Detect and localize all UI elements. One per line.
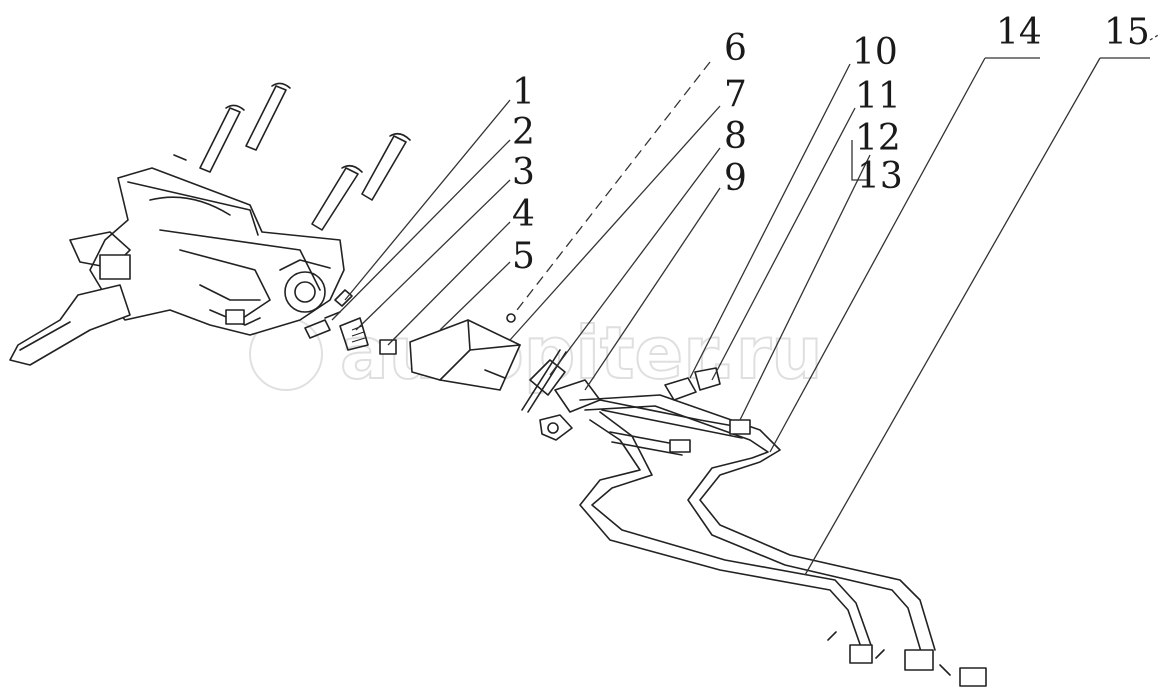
steering-column-housing <box>9 167 345 366</box>
callout-7: 7 <box>724 74 747 115</box>
callout-2: 2 <box>512 112 535 153</box>
callout-6: 6 <box>724 28 747 69</box>
callout-12: 12 <box>855 118 901 159</box>
callout-3: 3 <box>512 152 535 193</box>
callout-11: 11 <box>855 76 901 117</box>
callout-13: 13 <box>857 156 903 197</box>
callout-4: 4 <box>512 194 535 235</box>
callout-5: 5 <box>512 236 535 277</box>
callout-8: 8 <box>724 116 747 157</box>
leader-lines <box>331 33 1161 576</box>
callout-1: 1 <box>512 72 535 113</box>
callout-15: 15 <box>1104 12 1150 53</box>
callout-14: 14 <box>996 12 1042 53</box>
gasket-flange <box>521 349 601 441</box>
mounting-bolts <box>173 82 411 231</box>
callout-labels: 1 2 3 4 5 6 7 8 9 10 11 12 13 14 15 <box>512 12 1150 277</box>
small-parts-1-5 <box>304 289 397 355</box>
callout-9: 9 <box>724 158 747 199</box>
hydraulic-tubes <box>579 367 987 687</box>
filter-housing <box>409 313 521 391</box>
callout-10: 10 <box>852 32 898 73</box>
